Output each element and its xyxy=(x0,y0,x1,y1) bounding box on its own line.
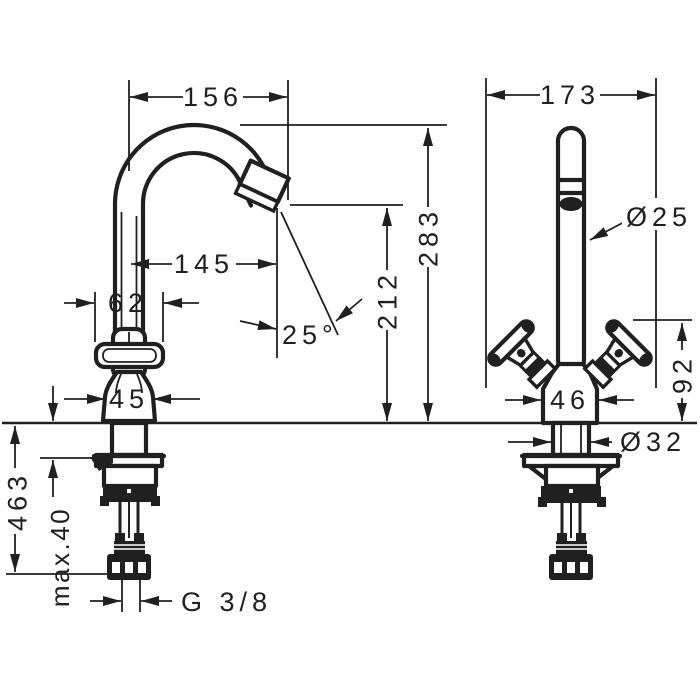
left-view-side-elevation xyxy=(90,80,291,580)
spout-front xyxy=(555,125,587,376)
dim-145-outlet-reach: 145 xyxy=(131,249,276,279)
dim-dia25-spout-diameter: Ø25 xyxy=(589,198,696,241)
dim-463-supply-length: 463 xyxy=(3,426,110,575)
under-counter-assembly-right xyxy=(519,420,623,580)
dim-label-62: 62 xyxy=(108,288,148,318)
dim-label-dia32: Ø32 xyxy=(620,427,686,457)
dim-label-max40: max.40 xyxy=(45,507,75,607)
dim-label-212: 212 xyxy=(373,270,403,330)
dim-label-156: 156 xyxy=(183,82,243,112)
dim-92-handle-height: 92 xyxy=(633,319,698,421)
dim-173-overall-width: 173 xyxy=(487,80,655,110)
under-counter-assembly-left xyxy=(90,420,167,580)
dim-283-total-height: 283 xyxy=(240,124,447,421)
tap-body-front xyxy=(540,361,600,426)
dim-label-g38: G 3/8 xyxy=(181,587,272,617)
dim-156-spout-reach: 156 xyxy=(130,82,287,112)
dim-label-463: 463 xyxy=(3,471,33,531)
dim-label-173: 173 xyxy=(540,80,600,110)
dim-46-body-width-front: 46 xyxy=(505,385,634,415)
dim-label-25deg: 25° xyxy=(282,320,338,350)
dim-label-145: 145 xyxy=(174,249,234,279)
dim-label-dia25: Ø25 xyxy=(626,202,692,232)
tap-body-bell xyxy=(100,369,158,424)
right-view-front-elevation xyxy=(485,78,657,580)
dim-62-handle-width: 62 xyxy=(64,288,199,342)
dim-label-283: 283 xyxy=(414,207,444,267)
spout-riser xyxy=(112,122,281,348)
dim-212-outlet-height: 212 xyxy=(290,204,403,421)
spout-outlet-nozzle xyxy=(233,158,291,214)
cross-handle-right-45 xyxy=(582,319,653,390)
dim-45-body-width: 45 xyxy=(64,384,200,414)
dim-dia32-shank-diameter: Ø32 xyxy=(508,427,686,457)
dim-label-92: 92 xyxy=(668,354,698,394)
dim-label-45: 45 xyxy=(109,384,149,414)
dim-label-46: 46 xyxy=(550,385,590,415)
cross-handle-left-45 xyxy=(487,319,558,390)
dim-25deg-outlet-angle: 25° xyxy=(239,208,363,358)
spout-outlet-front xyxy=(559,197,583,211)
dim-max40-mounting-thickness: max.40 xyxy=(40,386,98,607)
fixing-clip xyxy=(90,457,113,471)
dim-g38-thread: G 3/8 xyxy=(90,580,272,617)
